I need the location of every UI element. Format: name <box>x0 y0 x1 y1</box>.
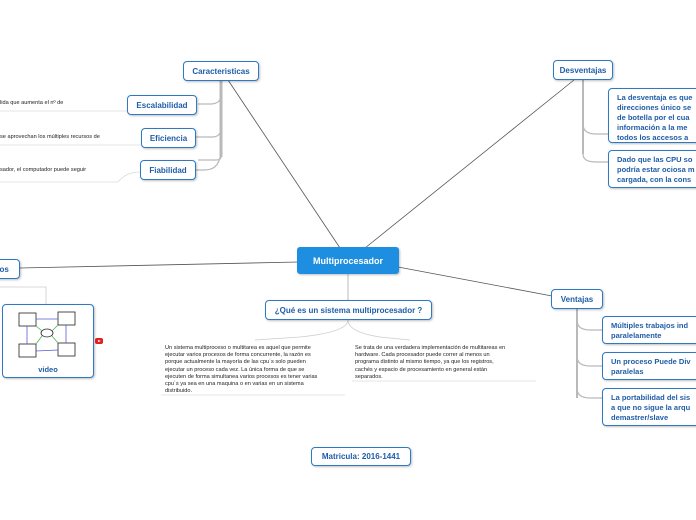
topic-caracteristicas[interactable]: Caracteristicas <box>183 61 259 81</box>
topic-que-es[interactable]: ¿Qué es un sistema multiprocesador ? <box>265 300 432 320</box>
subtopic-escalabilidad[interactable]: Escalabilidad <box>127 95 197 115</box>
text-line: separados. <box>355 373 383 380</box>
text-line: porque actualmente la mayoría de las cpu… <box>165 359 306 366</box>
topic-ventajas[interactable]: Ventajas <box>551 289 603 309</box>
note-desventaja-2[interactable]: Dado que las CPU so podría estar ociosa … <box>608 150 696 188</box>
note-line: a que no sigue la arqu <box>611 403 691 412</box>
text-line: ejecutar un proceso cada vez. La única f… <box>165 366 305 373</box>
note-ventaja-3[interactable]: La portabilidad del sis a que no sigue l… <box>602 388 696 426</box>
topic-desventajas[interactable]: Desventajas <box>553 60 613 80</box>
diagram-thumbnail <box>18 311 76 358</box>
topic-left-partial[interactable]: los <box>0 259 20 279</box>
note-line: Múltiples trabajos ind <box>611 321 689 330</box>
note-line: direcciones único se <box>617 103 692 112</box>
leaf-text-fiabilidad: sador, el computador puede seguir <box>0 167 87 173</box>
note-line: Dado que las CPU so <box>617 155 693 164</box>
note-line: La portabilidad del sis <box>611 393 691 402</box>
text-line: programa distinto al mismo tiempo, ya qu… <box>355 359 494 366</box>
note-line: todos los accesos a <box>617 133 689 142</box>
note-desventaja-1[interactable]: La desventaja es que direcciones único s… <box>608 88 696 143</box>
note-line: La desventaja es que <box>617 93 693 102</box>
note-line: de botella por el cua <box>617 113 690 122</box>
note-ventaja-1[interactable]: Múltiples trabajos ind paralelamente <box>602 316 696 344</box>
note-line: cargada, con la cons <box>617 175 692 184</box>
note-line: información a la me <box>617 123 688 132</box>
text-line: Un sistema multiproceso o multitarea es … <box>165 345 311 351</box>
video-card[interactable]: video <box>2 304 94 378</box>
youtube-icon[interactable] <box>95 338 103 344</box>
note-line: Un proceso Puede Div <box>611 357 691 366</box>
note-line: demastrer/slave <box>611 413 669 422</box>
note-line: podría estar ociosa m <box>617 165 695 174</box>
central-topic[interactable]: Multiprocesador <box>297 247 399 274</box>
definition-text-2: Se trata de una verdadera implementación… <box>355 345 505 381</box>
text-line: ejecuten de forma simultanea varios proc… <box>165 373 318 380</box>
text-line: distribuido. <box>165 388 193 395</box>
subtopic-eficiencia[interactable]: Eficiencia <box>141 128 196 148</box>
text-line: hardware. Cada procesador puede correr a… <box>355 352 490 359</box>
note-line: paralelas <box>611 367 644 376</box>
text-line: ejecutar varios procesos de forma concur… <box>165 352 311 359</box>
leaf-text-escalabilidad: lida que aumenta el nº de <box>0 100 64 106</box>
definition-text-1: Un sistema multiproceso o multitarea es … <box>165 345 317 395</box>
note-ventaja-2[interactable]: Un proceso Puede Div paralelas <box>602 352 696 380</box>
text-line: cpu´s ya sea en una maquina o en varias … <box>165 381 304 388</box>
subtopic-fiabilidad[interactable]: Fiabilidad <box>140 160 196 180</box>
video-label: video <box>38 365 58 374</box>
leaf-text-eficiencia: se aprovechan los múltiples recursos de <box>0 134 100 140</box>
topic-matricula[interactable]: Matricula: 2016-1441 <box>311 447 411 466</box>
text-line: Se trata de una verdadera implementación… <box>355 345 506 351</box>
text-line: cachés y espacio de procesamiento en gen… <box>355 366 488 373</box>
note-line: paralelamente <box>611 331 662 340</box>
